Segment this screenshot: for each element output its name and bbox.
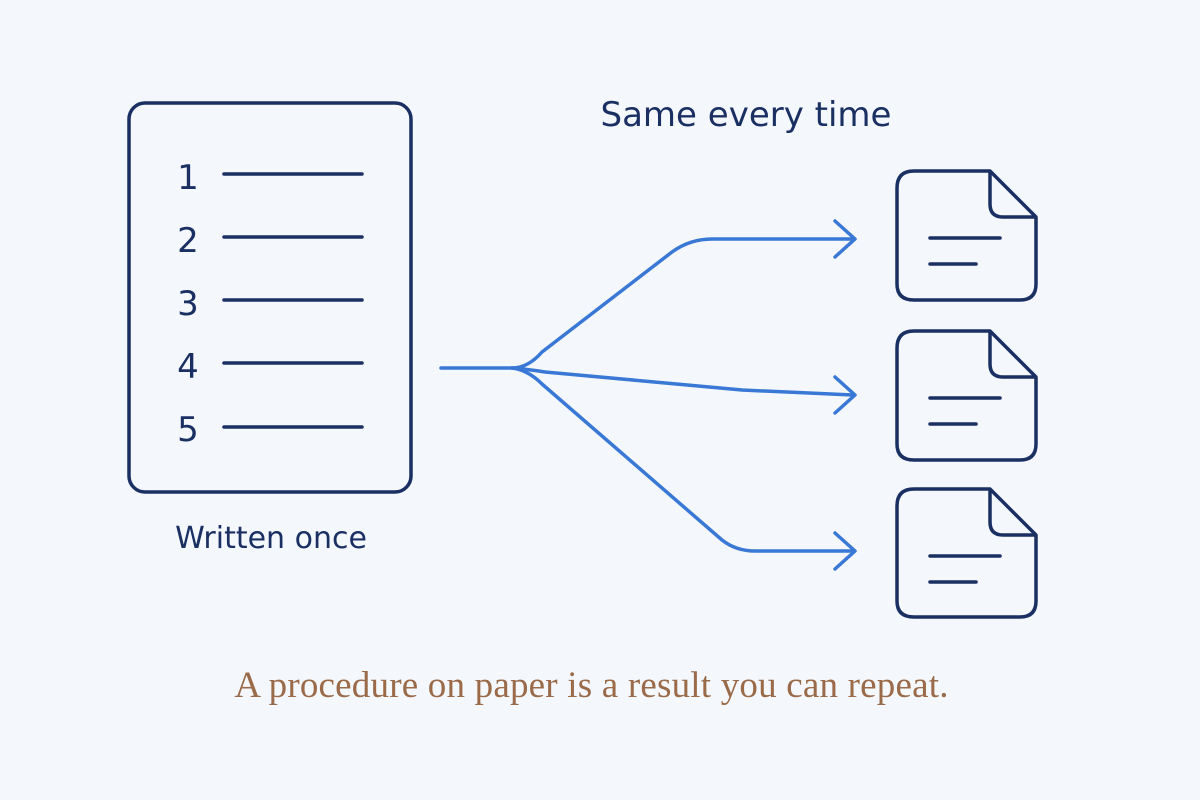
- arrow-to-output-1: [510, 237, 855, 370]
- procedure-document: 1 2 3 4 5: [127, 101, 413, 494]
- document-fold: [988, 489, 1036, 537]
- written-once-label: Written once: [175, 521, 367, 556]
- same-every-time-label: Same every time: [601, 95, 892, 135]
- branching-arrows: [439, 219, 857, 571]
- step-number: 2: [177, 221, 199, 261]
- chevron-right-icon: [833, 219, 857, 259]
- step-number: 1: [177, 158, 199, 198]
- document-icon: [895, 169, 1038, 302]
- output-document-3: [895, 487, 1038, 619]
- document-icon: [895, 487, 1038, 619]
- procedure-step-5: 5: [177, 410, 364, 450]
- output-document-2: [895, 329, 1038, 462]
- arrow-to-output-3: [510, 366, 855, 553]
- step-number: 3: [177, 284, 199, 324]
- chevron-right-icon: [833, 531, 857, 571]
- document-fold: [988, 331, 1036, 379]
- procedure-step-4: 4: [177, 347, 364, 387]
- document-fold: [988, 171, 1036, 219]
- procedure-step-2: 2: [177, 221, 364, 261]
- step-number: 4: [177, 347, 199, 387]
- document-icon: [895, 329, 1038, 462]
- procedure-document-frame: [127, 101, 413, 494]
- arrow-to-output-2: [510, 366, 855, 397]
- output-document-1: [895, 169, 1038, 302]
- chevron-right-icon: [833, 375, 857, 415]
- procedure-step-1: 1: [177, 158, 364, 198]
- step-number: 5: [177, 410, 199, 450]
- caption: A procedure on paper is a result you can…: [234, 665, 949, 706]
- procedure-step-3: 3: [177, 284, 364, 324]
